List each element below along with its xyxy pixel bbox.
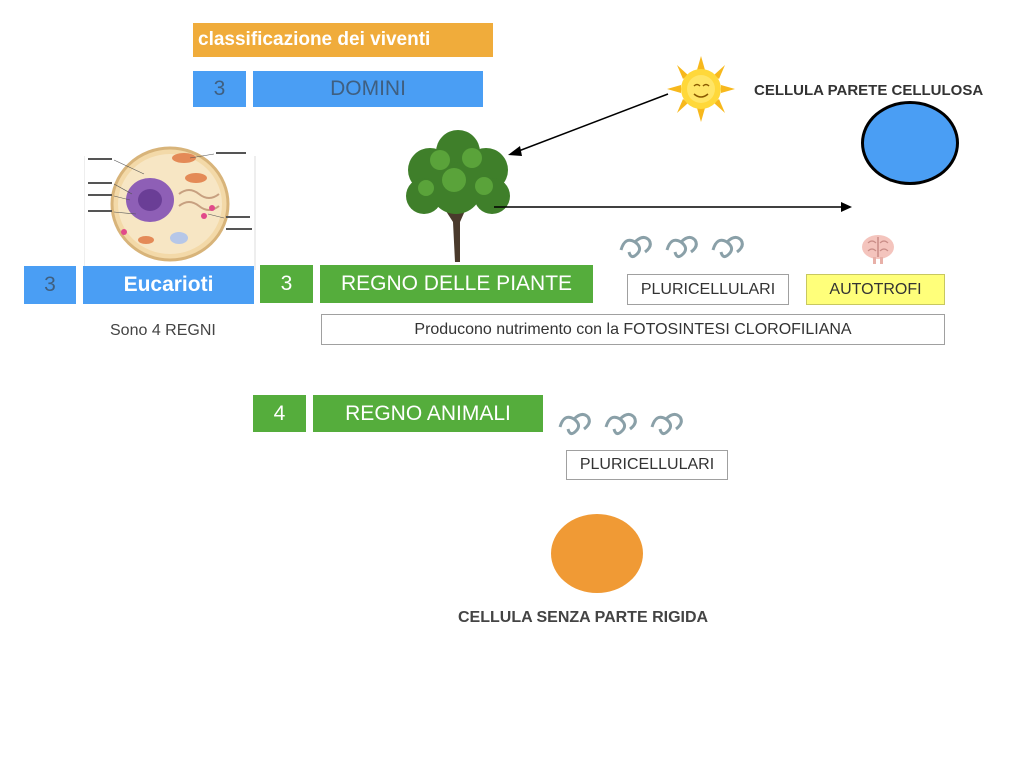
domini-number: 3 [193, 71, 246, 107]
piante-pluricellulari: PLURICELLULARI [627, 274, 789, 305]
multicellular-icon [617, 228, 752, 262]
animal-cell-caption: CELLULA SENZA PARTE RIGIDA [458, 609, 709, 626]
eucarioti-number: 3 [24, 266, 76, 304]
tree-icon [400, 130, 515, 262]
page-title: classificazione dei viventi [193, 23, 493, 57]
sun-icon [667, 56, 735, 122]
plant-cell-shape [861, 101, 959, 185]
plant-cell-caption: CELLULA PARETE CELLULOSA [754, 82, 984, 99]
piante-description: Producono nutrimento con la FOTOSINTESI … [321, 314, 945, 345]
animali-pluricellulari: PLURICELLULARI [566, 450, 728, 480]
piante-label: REGNO DELLE PIANTE [320, 265, 593, 303]
regni-count-note: Sono 4 REGNI [110, 322, 216, 339]
sun-to-tree-arrow [515, 93, 669, 153]
animali-number: 4 [253, 395, 306, 432]
piante-autotrofi: AUTOTROFI [806, 274, 945, 305]
eucarioti-label: Eucarioti [83, 266, 254, 304]
domini-label: DOMINI [253, 71, 483, 107]
multicellular-icon [556, 405, 691, 439]
animali-label: REGNO ANIMALI [313, 395, 543, 432]
eukaryotic-cell-illustration [84, 134, 256, 270]
animal-cell-shape [551, 514, 643, 593]
piante-number: 3 [260, 265, 313, 303]
brain-icon [860, 233, 896, 265]
